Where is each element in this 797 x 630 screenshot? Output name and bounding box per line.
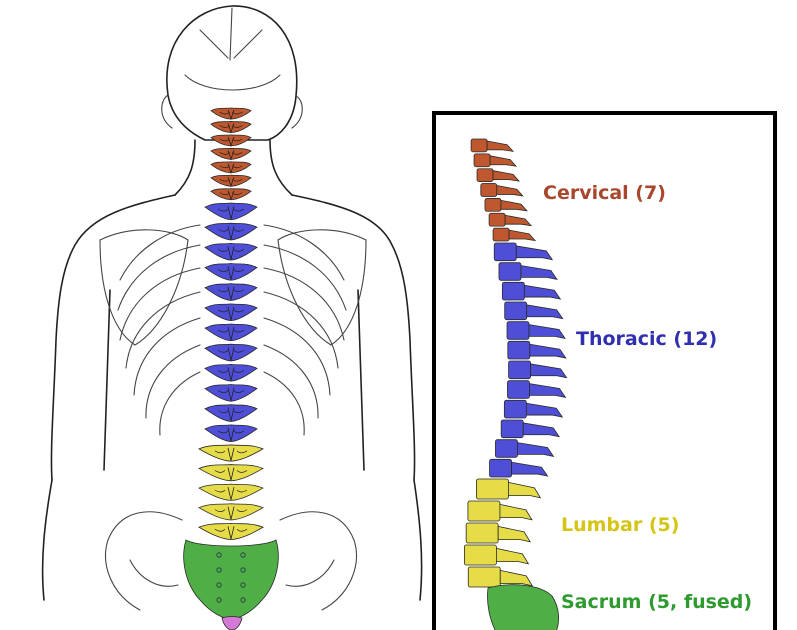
cervical-vertebra-lateral [476, 168, 521, 182]
thoracic-vertebra-lateral [504, 301, 564, 321]
label-lumbar: Lumbar (5) [561, 514, 679, 536]
cervical-vertebra [210, 188, 252, 201]
thoracic-vertebra [204, 242, 258, 261]
cervical-vertebra [210, 107, 252, 120]
thoracic-vertebra-lateral [500, 419, 561, 439]
lumbar-vertebra-lateral [463, 544, 530, 566]
lumbar-vertebra [198, 522, 264, 541]
sacrum-left [183, 539, 279, 621]
lumbar-vertebra [198, 444, 264, 462]
head-outline [166, 5, 298, 141]
thoracic-vertebra [204, 303, 258, 321]
thoracic-vertebra-lateral [506, 321, 566, 340]
lumbar-vertebra-lateral [467, 500, 533, 522]
thoracic-vertebra [204, 404, 258, 422]
thoracic-vertebra-lateral [489, 458, 549, 478]
thoracic-vertebra-lateral [503, 399, 564, 419]
lumbar-vertebra-lateral [475, 478, 542, 500]
thoracic-vertebra [204, 222, 258, 241]
cervical-vertebra [210, 174, 252, 188]
thoracic-vertebra [204, 384, 258, 402]
thoracic-vertebra-lateral [508, 360, 568, 380]
thoracic-vertebra-lateral [493, 242, 554, 262]
cervical-vertebra [210, 121, 252, 134]
lumbar-vertebra [198, 503, 264, 521]
thoracic-vertebra [204, 283, 258, 301]
lumbar-vertebra [198, 483, 264, 501]
label-sacrum: Sacrum (5, fused) [561, 591, 752, 613]
thoracic-vertebra [204, 363, 258, 382]
cervical-vertebra-lateral [480, 183, 524, 197]
thoracic-vertebra [204, 424, 258, 442]
thoracic-vertebra [204, 202, 258, 221]
cervical-vertebra [210, 147, 252, 161]
thoracic-vertebra-lateral [501, 281, 562, 301]
posterior-spine [183, 107, 279, 630]
thoracic-vertebra-lateral [498, 262, 558, 281]
label-cervical: Cervical (7) [543, 182, 666, 204]
body-outline-figure [41, 5, 423, 611]
cervical-vertebra [210, 134, 252, 147]
rib-cage [117, 224, 347, 436]
torso-outline [50, 194, 176, 481]
lumbar-vertebra-lateral [467, 566, 534, 588]
thoracic-vertebra-lateral [507, 380, 567, 399]
thoracic-vertebra [204, 263, 258, 281]
thoracic-vertebra-lateral [495, 439, 555, 458]
thoracic-vertebra [204, 343, 258, 362]
lumbar-vertebra [198, 464, 264, 482]
thoracic-vertebra-lateral [507, 340, 567, 360]
cervical-vertebra-lateral [484, 198, 528, 212]
thoracic-vertebra [204, 323, 258, 342]
cervical-vertebra-lateral [473, 153, 518, 168]
label-thoracic: Thoracic (12) [576, 328, 717, 350]
sacrum-right [487, 584, 560, 630]
pelvis [105, 511, 357, 611]
cervical-vertebra [210, 161, 252, 174]
cervical-vertebra-lateral [488, 212, 533, 227]
lateral-spine [463, 138, 568, 630]
cervical-vertebra-lateral [470, 138, 515, 153]
coccyx [221, 616, 243, 630]
cervical-vertebra-lateral [492, 227, 537, 242]
lumbar-vertebra-lateral [465, 522, 531, 544]
